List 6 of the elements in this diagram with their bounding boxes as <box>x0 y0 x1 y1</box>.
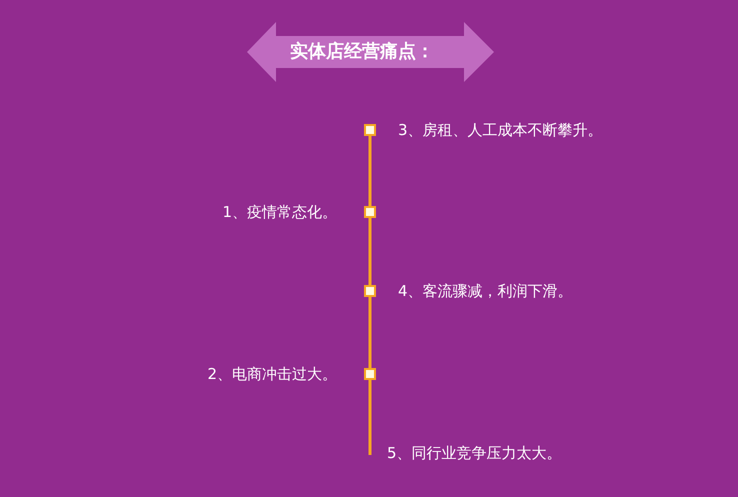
title: 实体店经营痛点： <box>290 40 434 64</box>
timeline-item: 2、电商冲击过大。 <box>207 364 337 384</box>
timeline-item: 4、客流骤减，利润下滑。 <box>398 281 573 301</box>
timeline-item: 3、房租、人工成本不断攀升。 <box>398 120 603 140</box>
timeline-item: 5、同行业竞争压力太大。 <box>387 443 562 463</box>
timeline-item: 1、疫情常态化。 <box>222 202 337 222</box>
